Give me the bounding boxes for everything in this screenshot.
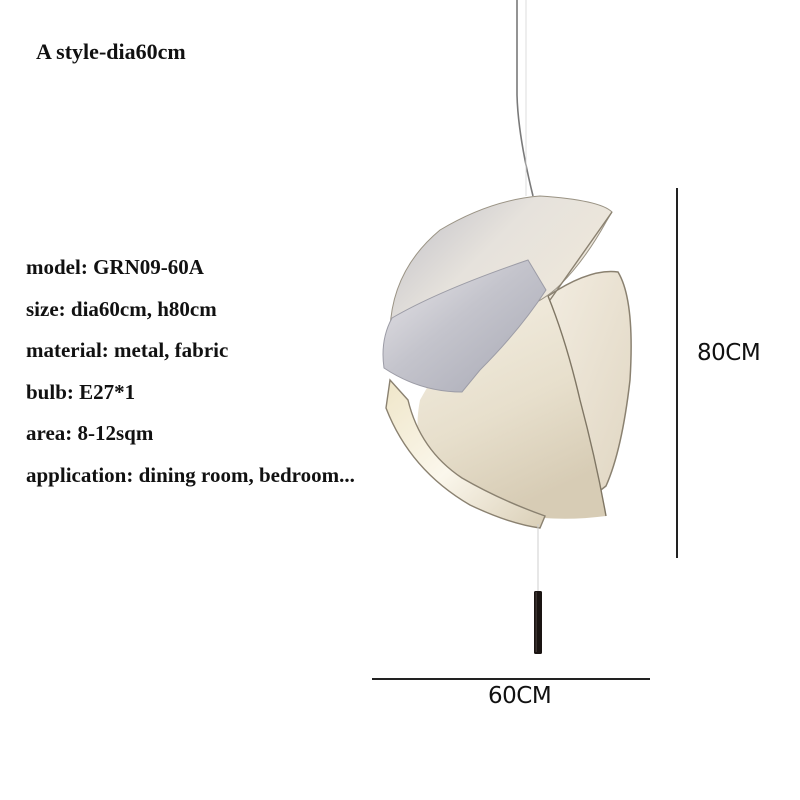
lamp-lower-petal bbox=[385, 378, 546, 529]
height-dimension-label: 80CM bbox=[697, 340, 761, 366]
spec-material: material: metal, fabric bbox=[26, 338, 229, 362]
spec-bulb: bulb: E27*1 bbox=[26, 379, 136, 404]
height-dimension-line bbox=[676, 188, 678, 558]
pull-weight bbox=[534, 591, 542, 654]
spec-size: size: dia60cm, h80cm bbox=[26, 296, 217, 321]
spec-application: application: dining room, bedroom... bbox=[26, 462, 355, 487]
spec-area: area: 8-12sqm bbox=[26, 421, 154, 445]
suspension-cable bbox=[516, 0, 534, 197]
width-dimension-line bbox=[372, 678, 650, 680]
width-dimension-label: 60CM bbox=[488, 683, 552, 709]
spec-list: model: GRN09-60A size: dia60cm, h80cm ma… bbox=[26, 253, 355, 502]
product-style-title: A style-dia60cm bbox=[36, 39, 186, 64]
spec-model: model: GRN09-60A bbox=[26, 255, 204, 279]
lamp-grey-panel bbox=[382, 259, 547, 393]
